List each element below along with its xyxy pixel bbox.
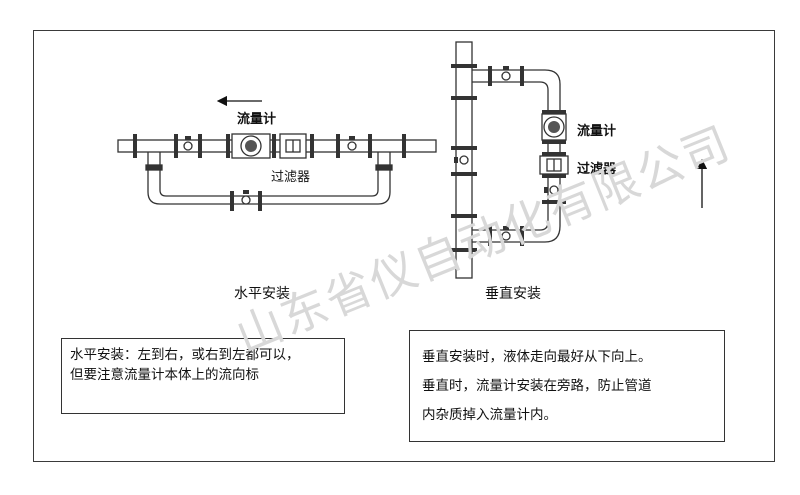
horizontal-main-pipe (117, 139, 437, 153)
horizontal-installation (117, 95, 437, 211)
vertical-filter (539, 155, 569, 175)
vertical-installation (451, 41, 708, 279)
vertical-note-line: 垂直安装时，液体走向最好从下向上。 (422, 349, 652, 365)
horizontal-caption: 水平安装 (234, 286, 290, 302)
vertical-flowmeter-label: 流量计 (577, 124, 617, 139)
vertical-note-box: 垂直安装时，液体走向最好从下向上。 垂直时，流量计安装在旁路，防止管道 内杂质掉… (409, 330, 725, 442)
vertical-flowmeter (541, 113, 567, 141)
diagram-frame (33, 30, 775, 462)
vertical-note-line: 内杂质掉入流量计内。 (422, 407, 557, 423)
vertical-valves (454, 66, 559, 241)
horizontal-valves (183, 136, 357, 205)
horizontal-flowmeter (231, 133, 271, 159)
vertical-note-line: 垂直时，流量计安装在旁路，防止管道 (422, 378, 652, 394)
horizontal-note-box: 水平安装：左到右，或右到左都可以， 但要注意流量计本体上的流向标 (61, 338, 345, 414)
vertical-caption: 垂直安装 (485, 286, 541, 302)
horizontal-filter-label: 过滤器 (271, 170, 311, 185)
horizontal-bypass-pipe (147, 152, 391, 205)
horizontal-filter (279, 133, 307, 159)
horizontal-note-line: 水平安装：左到右，或右到左都可以， (70, 347, 300, 363)
horizontal-flowmeter-label: 流量计 (237, 112, 277, 127)
vertical-filter-label: 过滤器 (577, 162, 617, 177)
horizontal-note-line: 但要注意流量计本体上的流向标 (70, 367, 259, 383)
